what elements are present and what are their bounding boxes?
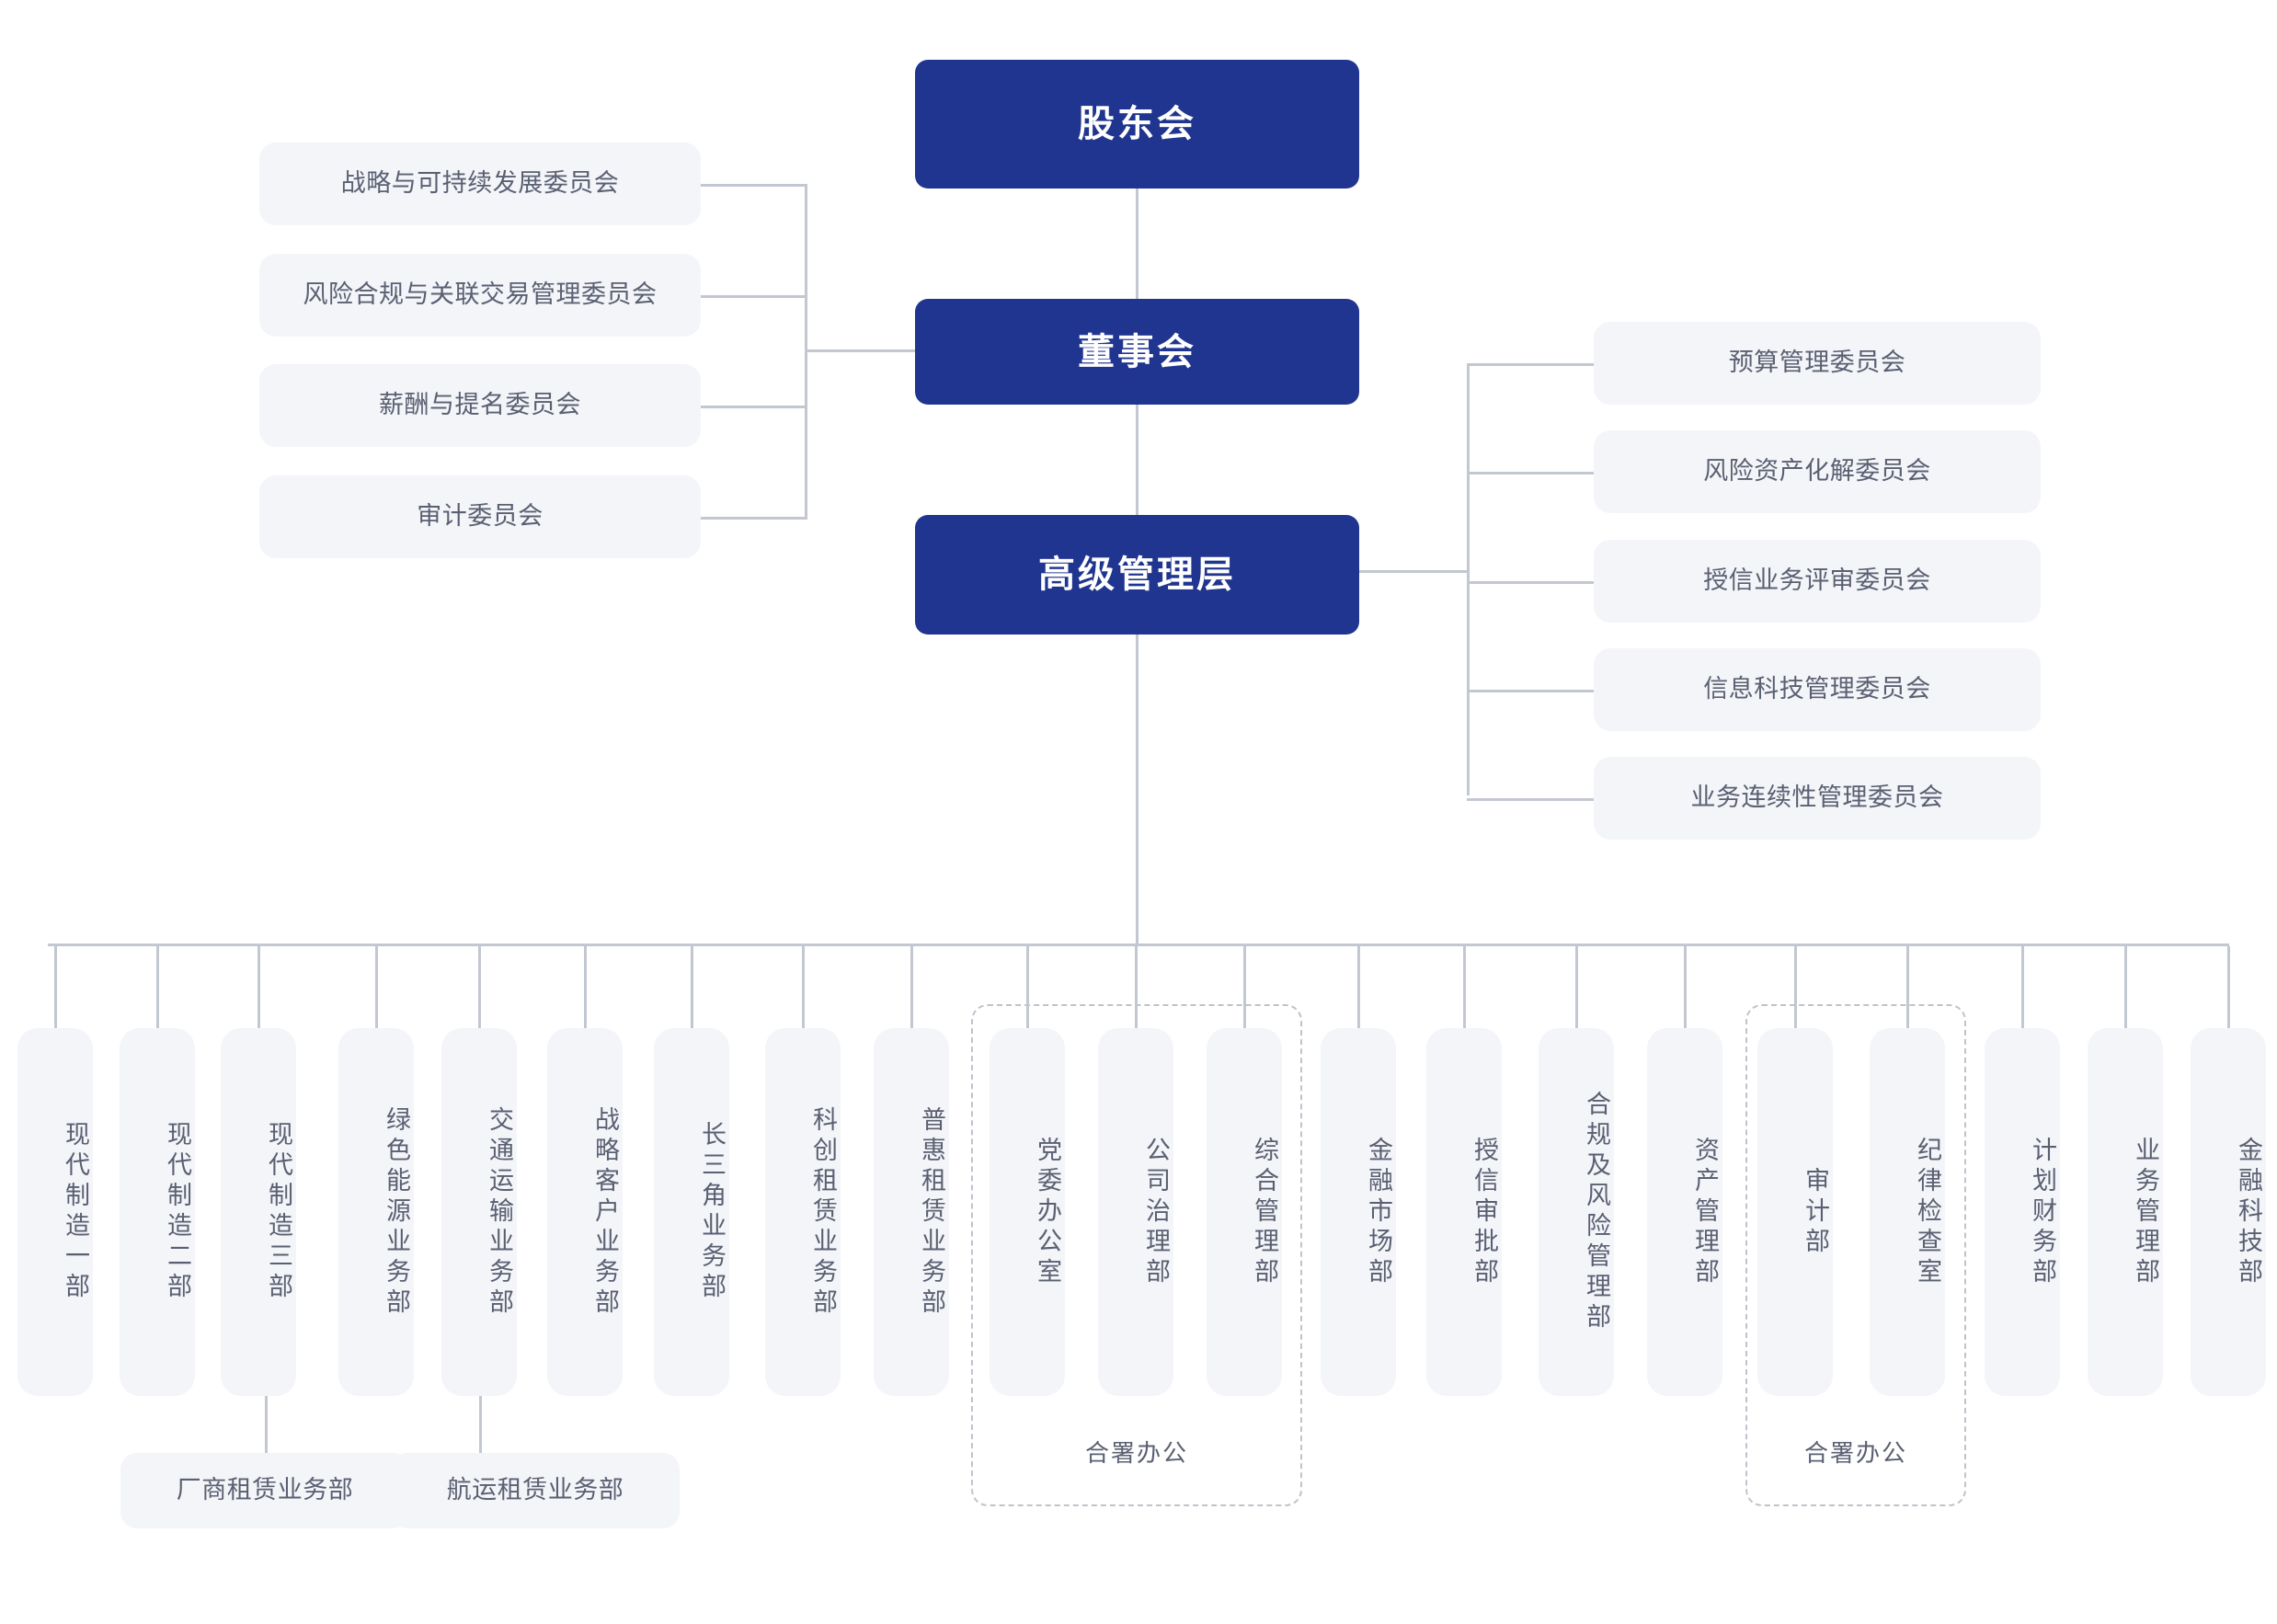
department-4[interactable]: 交通运输业务部 [441, 1028, 517, 1396]
department-16[interactable]: 审计部 [1757, 1028, 1833, 1396]
connector-bus-to-department-18 [2021, 946, 2024, 1028]
connector-board-committee-3 [701, 406, 807, 408]
connector-dept-2-to-sub-0 [265, 1396, 268, 1453]
node-shareholders-meeting[interactable]: 股东会 [915, 60, 1359, 189]
management-committee-1[interactable]: 风险资产化解委员会 [1594, 430, 2041, 513]
connector-bus-to-department-16 [1794, 946, 1797, 1028]
joint-office-label-2: 合署办公 [1803, 1439, 1907, 1467]
connector-bus-to-department-14 [1575, 946, 1578, 1028]
management-committee-2[interactable]: 授信业务评审委员会 [1594, 540, 2041, 623]
connector-bus-to-department-9 [1026, 946, 1029, 1028]
connector-board-to-management [1136, 405, 1138, 515]
board-committee-2[interactable]: 薪酬与提名委员会 [259, 364, 701, 447]
connector-bus-to-department-19 [2124, 946, 2127, 1028]
department-2[interactable]: 现代制造三部 [221, 1028, 296, 1396]
connector-board-committee-1 [701, 184, 807, 187]
connector-bus-to-department-10 [1135, 946, 1138, 1028]
connector-management-to-bus [1136, 635, 1138, 945]
connector-shareholders-to-board [1136, 189, 1138, 299]
connector-board-committee-trunk [805, 349, 917, 352]
department-20[interactable]: 金融科技部 [2191, 1028, 2266, 1396]
department-0[interactable]: 现代制造一部 [17, 1028, 93, 1396]
connector-bus-to-department-6 [691, 946, 693, 1028]
joint-office-group-2 [1745, 1004, 1966, 1506]
connector-board-committee-4 [701, 517, 807, 520]
department-13[interactable]: 授信审批部 [1426, 1028, 1502, 1396]
connector-bus-to-department-4 [478, 946, 481, 1028]
connector-board-committee-2 [701, 295, 807, 298]
department-bus-line [48, 944, 2229, 946]
connector-management-committee-1 [1467, 363, 1596, 366]
department-19[interactable]: 业务管理部 [2088, 1028, 2163, 1396]
department-14[interactable]: 合规及风险管理部 [1539, 1028, 1614, 1396]
department-9[interactable]: 党委办公室 [990, 1028, 1065, 1396]
board-committee-0[interactable]: 战略与可持续发展委员会 [259, 143, 701, 225]
department-11[interactable]: 综合管理部 [1207, 1028, 1282, 1396]
connector-bus-to-department-8 [910, 946, 913, 1028]
connector-management-committee-4 [1467, 690, 1596, 692]
connector-management-committee-3 [1467, 581, 1596, 584]
department-12[interactable]: 金融市场部 [1321, 1028, 1396, 1396]
sub-department-0[interactable]: 厂商租赁业务部 [120, 1453, 409, 1528]
connector-dept-4-to-sub-1 [479, 1396, 482, 1453]
connector-bus-to-department-3 [375, 946, 378, 1028]
connector-bus-to-department-5 [584, 946, 587, 1028]
department-8[interactable]: 普惠租赁业务部 [874, 1028, 949, 1396]
management-committee-4[interactable]: 业务连续性管理委员会 [1594, 757, 2041, 840]
connector-management-committee-2 [1467, 472, 1596, 475]
connector-bus-to-department-20 [2227, 946, 2230, 1028]
department-10[interactable]: 公司治理部 [1098, 1028, 1173, 1396]
connector-bus-to-department-0 [54, 946, 57, 1028]
management-committee-0[interactable]: 预算管理委员会 [1594, 322, 2041, 405]
department-7[interactable]: 科创租赁业务部 [765, 1028, 841, 1396]
connector-bus-to-department-7 [802, 946, 805, 1028]
department-5[interactable]: 战略客户业务部 [547, 1028, 623, 1396]
connector-bus-to-department-2 [257, 946, 260, 1028]
connector-management-committee-5 [1467, 798, 1596, 801]
joint-office-label-1: 合署办公 [1084, 1439, 1188, 1467]
department-6[interactable]: 长三角业务部 [654, 1028, 729, 1396]
connector-management-committee-trunk [1357, 570, 1470, 573]
management-committee-3[interactable]: 信息科技管理委员会 [1594, 648, 2041, 731]
department-3[interactable]: 绿色能源业务部 [338, 1028, 414, 1396]
department-18[interactable]: 计划财务部 [1985, 1028, 2060, 1396]
department-1[interactable]: 现代制造二部 [120, 1028, 195, 1396]
node-senior-management[interactable]: 高级管理层 [915, 515, 1359, 635]
department-17[interactable]: 纪律检查室 [1870, 1028, 1945, 1396]
connector-management-committee-spine [1467, 363, 1470, 795]
node-board-of-directors[interactable]: 董事会 [915, 299, 1359, 405]
sub-department-1[interactable]: 航运租赁业务部 [391, 1453, 680, 1528]
board-committee-1[interactable]: 风险合规与关联交易管理委员会 [259, 254, 701, 337]
board-committee-3[interactable]: 审计委员会 [259, 475, 701, 558]
connector-bus-to-department-12 [1357, 946, 1360, 1028]
connector-bus-to-department-17 [1906, 946, 1909, 1028]
connector-bus-to-department-15 [1684, 946, 1687, 1028]
connector-bus-to-department-13 [1463, 946, 1466, 1028]
department-15[interactable]: 资产管理部 [1647, 1028, 1722, 1396]
connector-bus-to-department-1 [156, 946, 159, 1028]
connector-bus-to-department-11 [1243, 946, 1246, 1028]
